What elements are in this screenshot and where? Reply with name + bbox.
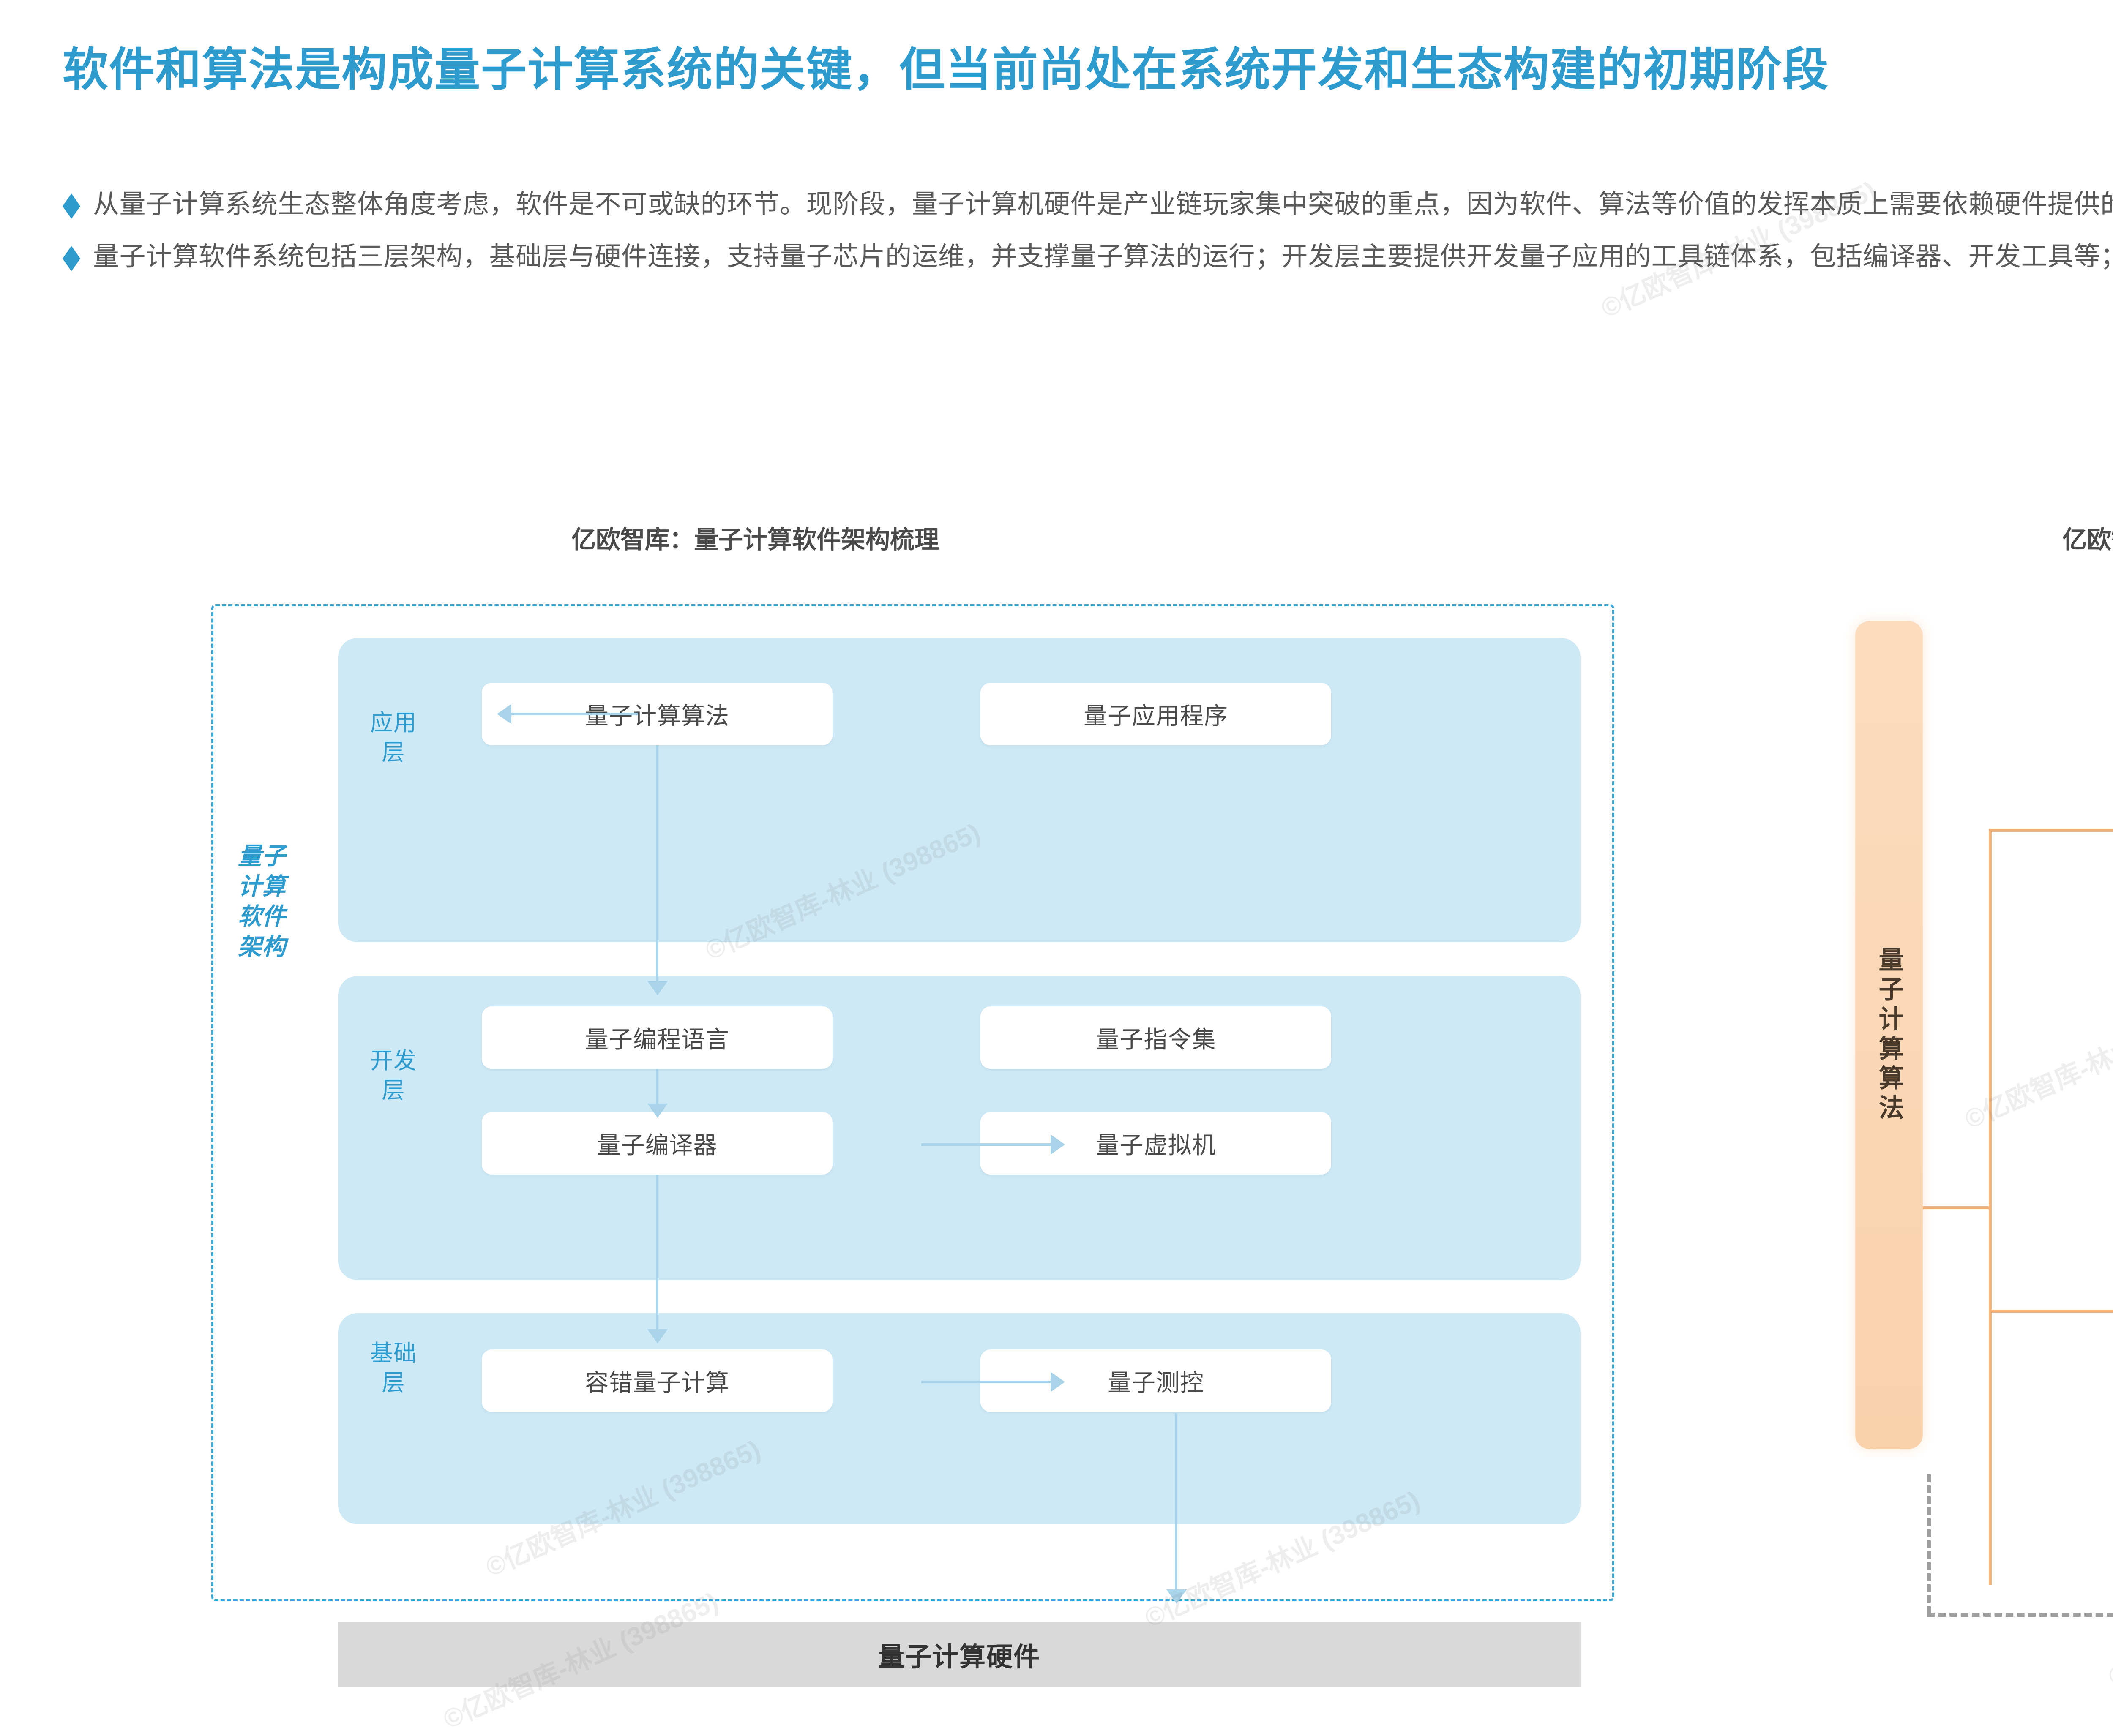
bullet-text: 量子计算软件系统包括三层架构，基础层与硬件连接，支持量子芯片的运维，并支撑量子算… (93, 242, 2113, 272)
bullet-list: 从量子计算系统生态整体角度考虑，软件是不可或缺的环节。现阶段，量子计算机硬件是产… (63, 186, 2113, 291)
layer-foundation-label: 基础层 (370, 1341, 417, 1396)
node-quantum-instruction-set[interactable]: 量子指令集 (980, 1006, 1331, 1069)
connector-lang-to-compiler-arrowhead (647, 1104, 668, 1118)
connector-compiler-to-vm (921, 1143, 1052, 1146)
connector-root-stub (1923, 1206, 1990, 1209)
layer-development: 开发层 量子编程语言 量子指令集 量子编译器 量子虚拟机 (338, 976, 1581, 1280)
connector-compiler-to-vm-arrowhead (1051, 1134, 1065, 1155)
layer-application-label: 应用层 (370, 710, 417, 766)
right-panel-title: 亿欧智库：量子计算算法的主要分类 (2062, 526, 2113, 553)
left-panel-title: 亿欧智库：量子计算软件架构梳理 (571, 526, 939, 553)
connector-derived-dashed-horizontal (1927, 1613, 2113, 1617)
quantum-hardware-bar: 量子计算硬件 (338, 1622, 1581, 1687)
connector-app-to-dev-arrowhead (647, 981, 668, 995)
architecture-frame-label: 量子计算软件架构 (238, 842, 286, 960)
watermark: ©亿欧智库-林业 (398865) (1960, 987, 2113, 1135)
diamond-bullet-icon (63, 246, 80, 272)
bullet-item: 从量子计算系统生态整体角度考虑，软件是不可或缺的环节。现阶段，量子计算机硬件是产… (63, 186, 2113, 223)
connector-app-arrowhead (497, 704, 511, 724)
connector-dev-to-base (656, 1175, 658, 1331)
connector-to-hybrid-branch (1989, 1310, 2113, 1313)
layer-foundation: 基础层 容错量子计算 量子测控 (338, 1313, 1581, 1524)
node-quantum-application-program[interactable]: 量子应用程序 (980, 683, 1331, 745)
tree-root-quantum-algorithms[interactable]: 量子计算算法 (1855, 621, 1923, 1449)
connector-branch-spine (1989, 829, 1992, 1585)
bullet-item: 量子计算软件系统包括三层架构，基础层与硬件连接，支持量子芯片的运维，并支撑量子算… (63, 238, 2113, 275)
connector-base-to-hardware (1175, 1413, 1177, 1591)
slide-header: 软件和算法是构成量子计算系统的关键，但当前尚处在系统开发和生态构建的初期阶段 亿… (0, 0, 2113, 114)
node-quantum-programming-language[interactable]: 量子编程语言 (482, 1006, 833, 1069)
connector-lang-to-compiler (656, 1069, 658, 1105)
bullet-text: 从量子计算系统生态整体角度考虑，软件是不可或缺的环节。现阶段，量子计算机硬件是产… (93, 190, 2113, 219)
node-fault-tolerant-quantum-computing[interactable]: 容错量子计算 (482, 1349, 833, 1412)
connector-to-pure-branch (1989, 829, 2113, 832)
node-quantum-compiler[interactable]: 量子编译器 (482, 1112, 833, 1175)
diamond-bullet-icon (63, 193, 80, 219)
connector-app-horizontal (511, 713, 638, 715)
layer-application: 应用层 量子计算算法 量子应用程序 (338, 638, 1581, 942)
page-title: 软件和算法是构成量子计算系统的关键，但当前尚处在系统开发和生态构建的初期阶段 (63, 44, 1829, 95)
layer-development-label: 开发层 (370, 1048, 417, 1104)
connector-ftqc-to-control (921, 1381, 1052, 1383)
tree-root-label: 量子计算算法 (1875, 946, 1903, 1124)
connector-app-to-dev (656, 745, 658, 982)
connector-base-to-hardware-arrowhead (1166, 1589, 1187, 1604)
connector-dev-to-base-arrowhead (647, 1329, 668, 1344)
connector-ftqc-to-control-arrowhead (1051, 1372, 1065, 1392)
software-architecture-frame (211, 604, 1614, 1601)
connector-derived-dashed-vertical (1927, 1474, 1931, 1614)
